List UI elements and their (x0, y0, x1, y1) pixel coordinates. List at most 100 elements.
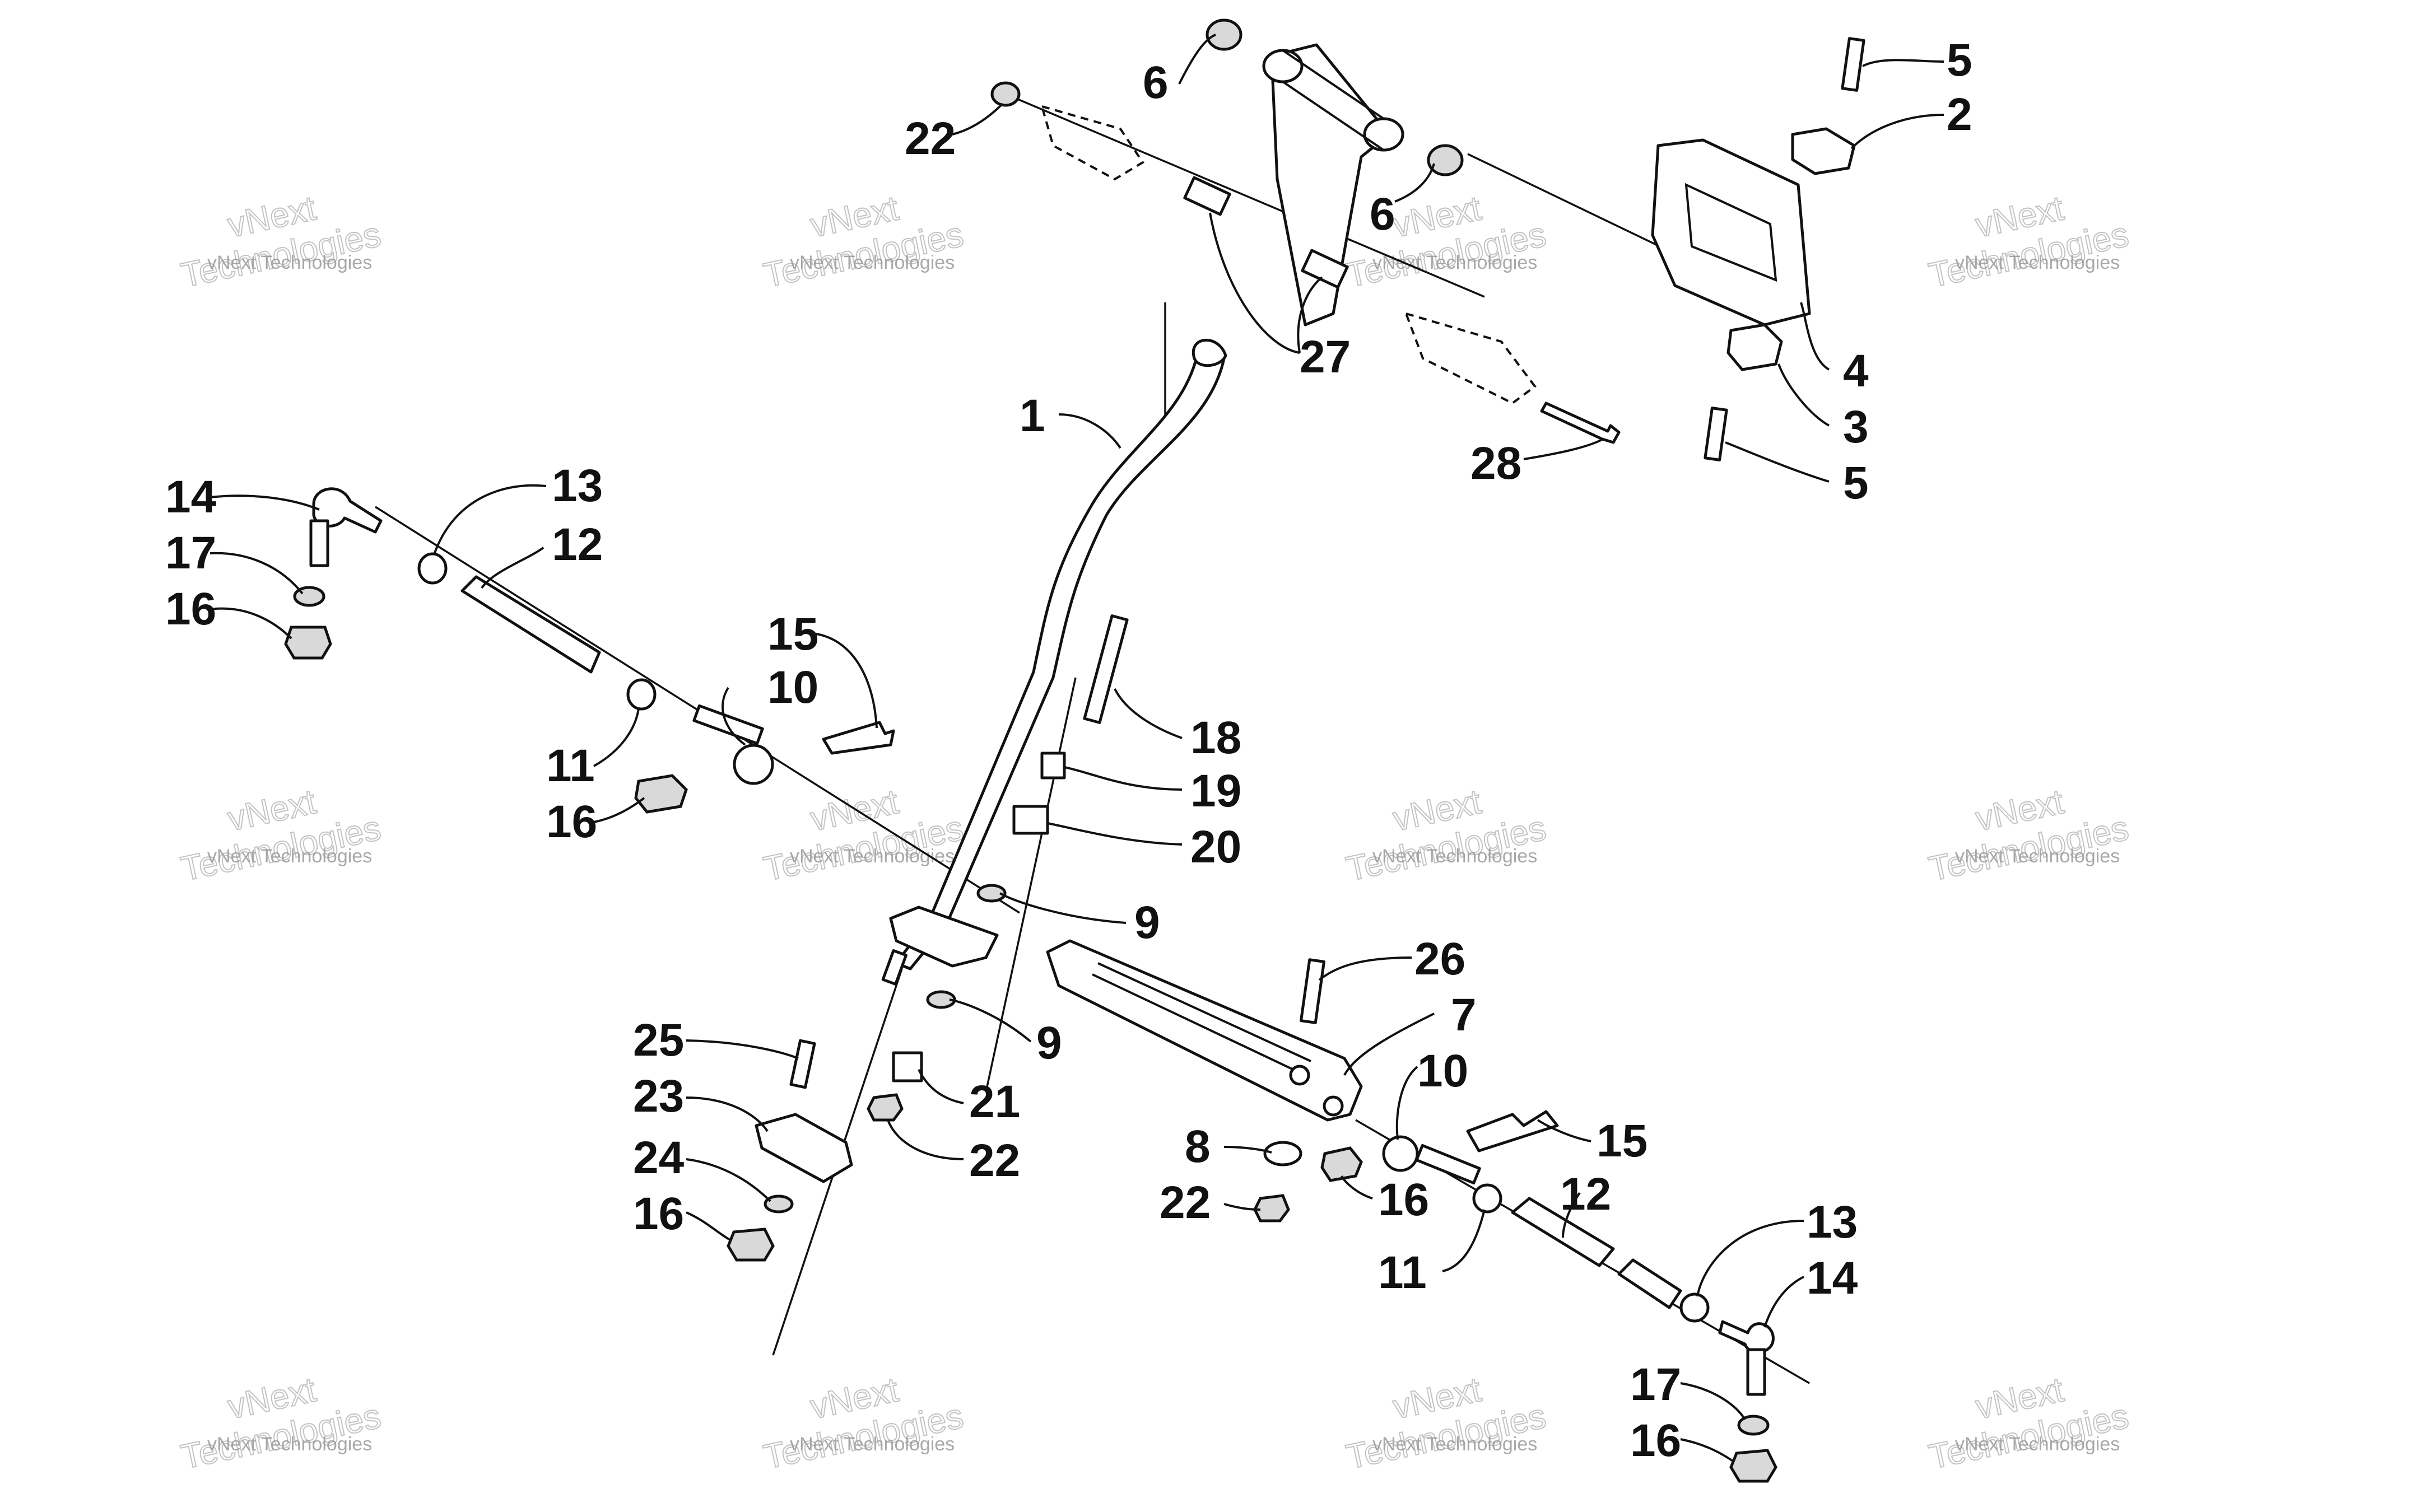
leader-13-right (1696, 1220, 1804, 1297)
bolt-25 (789, 1039, 816, 1089)
callout-23: 23 (633, 1071, 684, 1122)
callout-13: 13 (1807, 1197, 1858, 1248)
leader-22-center (887, 1119, 964, 1160)
leader-27-b (1297, 276, 1323, 353)
callout-7: 7 (1451, 990, 1477, 1040)
riser-tube-end (1363, 117, 1404, 152)
clamp-bolt-upper (1841, 37, 1865, 92)
leader-19 (1064, 766, 1183, 791)
callout-25: 25 (633, 1015, 684, 1066)
tie-rod-stud-right (1415, 1144, 1481, 1185)
callout-28: 28 (1470, 438, 1521, 489)
leader-11-right (1442, 1209, 1486, 1272)
callout-16: 16 (1378, 1174, 1429, 1225)
nut-22-center (867, 1093, 904, 1122)
callout-26: 26 (1414, 934, 1465, 984)
grommet (1427, 144, 1464, 176)
callout-4: 4 (1843, 346, 1869, 396)
riser-tube-edge (1282, 81, 1385, 151)
callout-3: 3 (1843, 402, 1869, 452)
callout-8: 8 (1185, 1121, 1211, 1172)
leader-8 (1223, 1146, 1272, 1154)
callout-9: 9 (1134, 897, 1160, 948)
upper-axis-line (1008, 94, 1485, 298)
callout-19: 19 (1190, 766, 1241, 816)
leader-16-left-mid (593, 797, 645, 823)
leader-7 (1343, 1012, 1435, 1076)
watermark-small: vNext Technologies (1955, 1434, 2120, 1455)
leader-22-top (952, 102, 1004, 136)
watermark-small: vNext Technologies (1372, 1434, 1537, 1455)
steering-arm-rib (1092, 962, 1311, 1076)
callout-6: 6 (1370, 189, 1395, 240)
leader-10-right (1395, 1066, 1418, 1140)
clamp-cap-upper (1791, 127, 1856, 175)
leader-3 (1777, 363, 1830, 427)
flange-nut-right-lower (1729, 1449, 1777, 1483)
watermark-small: vNext Technologies (207, 1434, 372, 1455)
leader-24 (686, 1158, 771, 1202)
callout-14: 14 (1807, 1253, 1858, 1304)
leader-21 (918, 1069, 964, 1104)
leader-9-bottom (949, 998, 1032, 1043)
tie-rod-end-eye-left (733, 744, 774, 785)
steering-arm-hole (1289, 1065, 1310, 1086)
leader-13-left (433, 484, 547, 555)
flange-nut-16-lower (727, 1228, 775, 1262)
leader-12-right (1562, 1192, 1581, 1238)
leader-5-top (1862, 59, 1944, 67)
callout-27: 27 (1300, 332, 1351, 382)
jam-nut-right (1472, 1183, 1502, 1214)
steering-post (895, 351, 1226, 970)
watermark-small: vNext Technologies (790, 846, 955, 867)
callout-12: 12 (552, 519, 603, 570)
dashed-bracket-lower (1404, 311, 1537, 405)
bolt-left-15 (822, 721, 895, 755)
grommet (1206, 18, 1242, 51)
callout-18: 18 (1190, 712, 1241, 763)
callout-2: 2 (1947, 89, 1972, 140)
bushing (1183, 176, 1231, 216)
nut (990, 81, 1021, 107)
callout-9: 9 (1036, 1018, 1062, 1068)
parts (284, 18, 1865, 1483)
leader-16-lower (686, 1211, 732, 1242)
handlebar-clamp-body (1651, 138, 1811, 326)
callout-5: 5 (1947, 35, 1972, 86)
callout-17: 17 (1630, 1359, 1681, 1410)
leader-15-right (1537, 1119, 1591, 1142)
callout-10: 10 (1417, 1046, 1468, 1096)
callout-22: 22 (905, 113, 956, 164)
clamp-cap-lower (1726, 323, 1783, 371)
jam-nut-left (417, 552, 448, 585)
leader-6-top (1178, 34, 1216, 85)
steering-arm-plate (889, 906, 999, 968)
long-bolt (1083, 614, 1129, 724)
leader-16-left (210, 607, 292, 640)
steering-post-stub (881, 949, 908, 986)
riser-block (1270, 43, 1391, 326)
nut-22-lower (1253, 1194, 1290, 1222)
leader-26 (1318, 956, 1412, 981)
callout-13: 13 (552, 460, 603, 511)
callout-16: 16 (546, 796, 597, 847)
plate-23 (755, 1113, 853, 1183)
flange-nut-left-16 (634, 774, 688, 814)
leader-27-a (1209, 212, 1300, 354)
leader-6-bottom (1394, 163, 1435, 203)
callout-22: 22 (1160, 1177, 1211, 1228)
leader-25 (686, 1039, 799, 1060)
callout-1: 1 (1020, 390, 1045, 441)
callout-15: 15 (1597, 1116, 1648, 1166)
leader-11-left (593, 708, 640, 767)
bolt-right-15 (1466, 1110, 1559, 1152)
leader-23 (686, 1096, 769, 1132)
watermark-small: vNext Technologies (207, 252, 372, 273)
steering-arm (1046, 939, 1363, 1122)
leader-17-left (210, 552, 304, 595)
clamp-bolt-lower (1704, 407, 1728, 461)
callout-17: 17 (165, 528, 216, 578)
tie-rod-end-eye-right (1382, 1135, 1419, 1172)
callout-20: 20 (1190, 822, 1241, 872)
